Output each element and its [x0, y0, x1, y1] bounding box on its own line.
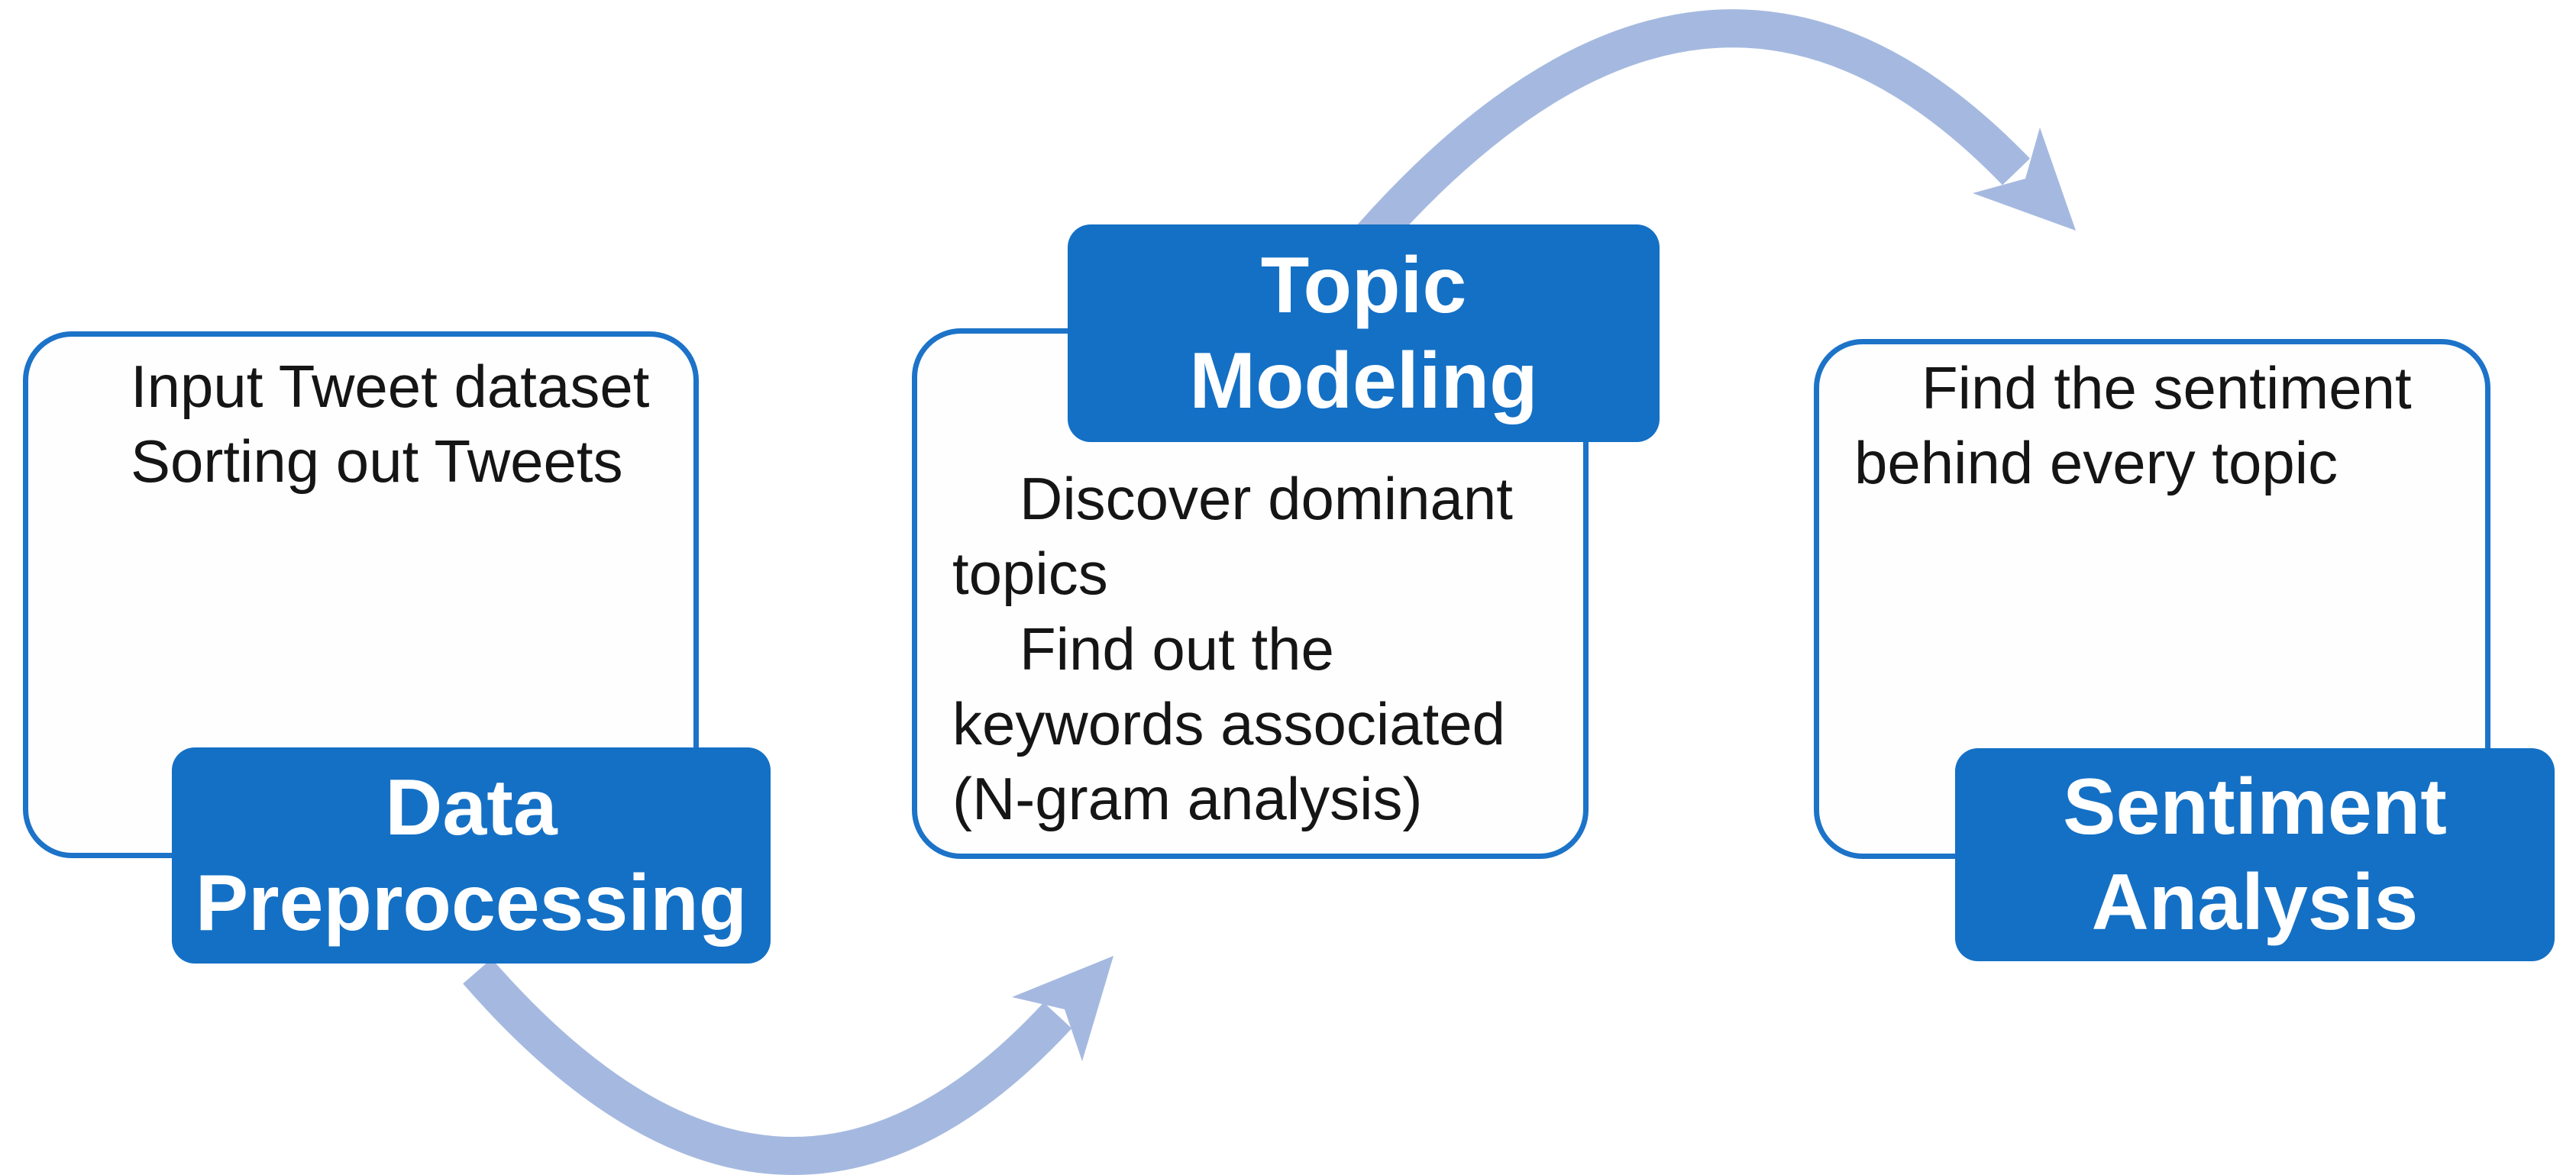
arrow-head-icon	[1973, 128, 2076, 231]
badge-label-line: Topic	[1260, 240, 1467, 330]
arrow-topic-modeling-to-sentiment-analysis	[1356, 9, 2076, 251]
panel-paragraph: Sorting out Tweets	[63, 424, 671, 499]
curved-arrow-shaft	[463, 958, 1072, 1175]
panel-text-line: Sorting out Tweets	[131, 428, 623, 496]
panel-paragraph: Input Tweet dataset	[63, 349, 671, 424]
badge-topic-modeling: Topic Modeling	[1068, 224, 1660, 442]
panel-text-line: Find the sentiment	[1921, 354, 2412, 421]
panel-text-line: keywords associated	[952, 689, 1506, 757]
arrow-preprocessing-to-topic-modeling	[463, 956, 1113, 1175]
panel-paragraph: Discover dominant topics	[952, 461, 1560, 612]
panel-text-line: (N-gram analysis)	[952, 765, 1423, 833]
badge-label-line: Modeling	[1189, 336, 1538, 425]
panel-text-line: Input Tweet dataset	[131, 353, 650, 420]
panel-paragraph: Find the sentiment behind every topic	[1854, 350, 2462, 501]
badge-label-line: Data	[385, 763, 558, 852]
panel-text-line: Discover dominant	[1020, 465, 1513, 532]
badge-label-line: Sentiment	[2063, 762, 2447, 851]
badge-sentiment-analysis: Sentiment Analysis	[1955, 748, 2555, 961]
panel-paragraph: Find out the keywords associated (N-gram…	[952, 612, 1560, 837]
panel-text-line: Find out the	[1020, 615, 1334, 683]
panel-text-line: topics	[952, 540, 1108, 608]
panel-text-line: behind every topic	[1854, 429, 2338, 497]
curved-arrow-shaft	[1356, 9, 2030, 251]
badge-label-line: Preprocessing	[195, 858, 748, 947]
badge-data-preprocessing: Data Preprocessing	[172, 747, 771, 964]
arrow-head-icon	[1012, 956, 1113, 1061]
badge-label-line: Analysis	[2091, 857, 2419, 947]
